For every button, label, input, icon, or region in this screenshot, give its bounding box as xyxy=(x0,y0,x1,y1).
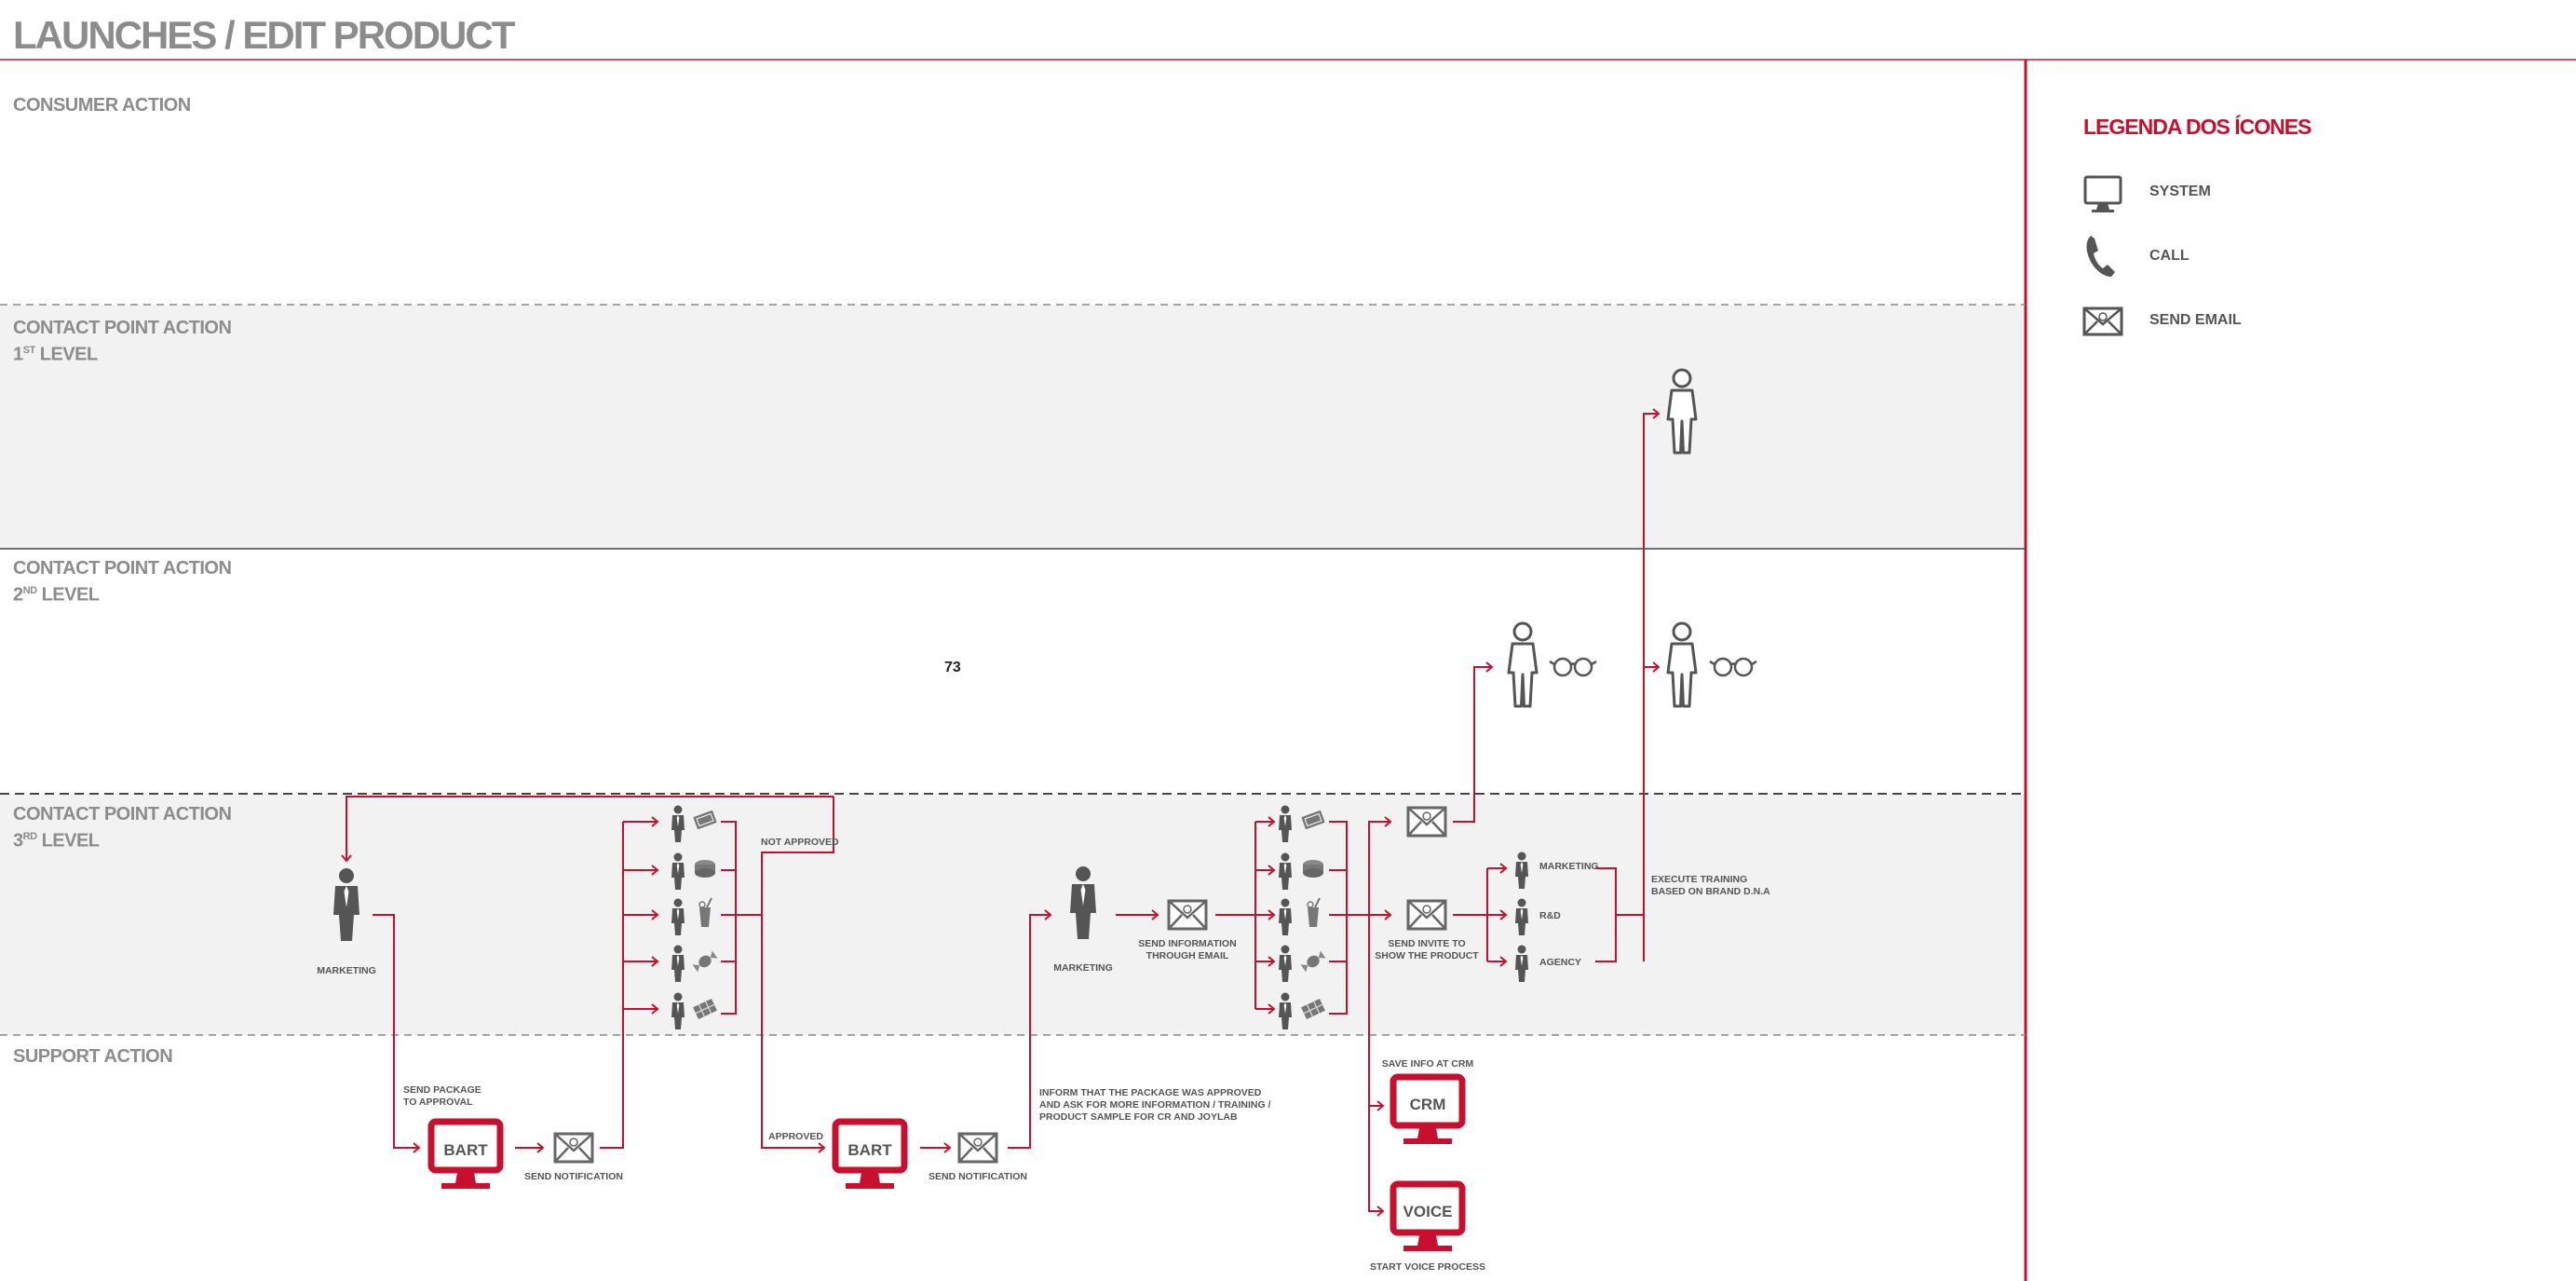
consumer-person-icon xyxy=(1666,368,1698,455)
product-team-column-2 xyxy=(1279,805,1326,1029)
send-package-label-2: TO APPROVAL xyxy=(403,1097,473,1108)
product-team-column-1 xyxy=(671,805,718,1029)
envelope-icon xyxy=(1406,899,1447,931)
person-icon xyxy=(1279,805,1292,842)
rd-team-person-icon xyxy=(1515,898,1528,935)
arrowheads xyxy=(341,408,1661,1217)
send-info-label-1: SEND INFORMATION xyxy=(1138,938,1236,949)
voice-label: VOICE xyxy=(1403,1203,1453,1220)
lane-label-cp2-line1: CONTACT POINT ACTION xyxy=(13,558,232,579)
team-agency-label: AGENCY xyxy=(1539,957,1581,968)
marketing2-label: MARKETING xyxy=(1053,962,1113,974)
send-info-label-2: THROUGH EMAIL xyxy=(1146,950,1229,961)
lane-label-cp3-sup: RD xyxy=(22,831,37,842)
inform-label-2: AND ASK FOR MORE INFORMATION / TRAINING … xyxy=(1039,1099,1271,1111)
inform-label-1: INFORM THAT THE PACKAGE WAS APPROVED xyxy=(1039,1087,1262,1098)
flow-connectors xyxy=(346,413,1659,1212)
person-icon xyxy=(1279,992,1292,1029)
inform-label-3: PRODUCT SAMPLE FOR CR AND JOYLAB xyxy=(1039,1111,1238,1123)
lane-label-support: SUPPORT ACTION xyxy=(13,1046,173,1067)
envelope-icon xyxy=(957,1132,998,1164)
lane-label-cp1-level: 1 xyxy=(13,344,23,365)
legend-label-system: SYSTEM xyxy=(2149,184,2211,199)
envelope-icon xyxy=(1167,899,1208,931)
phone-icon xyxy=(2086,236,2115,277)
page-number: 73 xyxy=(944,660,961,675)
lane-label-cp3-level: 3 xyxy=(13,830,23,852)
glasses-icon xyxy=(1548,657,1598,677)
candy-icon xyxy=(1300,950,1326,973)
legend-label-call: CALL xyxy=(2149,248,2190,264)
person-icon xyxy=(671,898,685,935)
marketing1-label: MARKETING xyxy=(317,965,376,976)
consumer-person-icon xyxy=(1507,621,1539,708)
person-icon xyxy=(671,805,685,842)
crm-label: CRM xyxy=(1410,1096,1446,1113)
envelope-icon xyxy=(2082,307,2123,336)
lane-label-cp3-word: LEVEL xyxy=(36,830,100,852)
legend-label-email: SEND EMAIL xyxy=(2149,312,2242,328)
lane-label-cp1-sup: ST xyxy=(22,345,36,356)
drink-icon xyxy=(1307,897,1321,927)
chocolate-icon xyxy=(1301,999,1325,1019)
approved-label: APPROVED xyxy=(768,1131,823,1142)
execute-training-label-2: BASED ON BRAND D.N.A xyxy=(1651,886,1770,897)
drink-icon xyxy=(698,897,712,927)
person-icon xyxy=(1279,945,1292,982)
lane-label-cp2-word: LEVEL xyxy=(36,584,100,606)
lane-label-cp3: CONTACT POINT ACTION 3RD LEVEL xyxy=(13,803,232,852)
bart1-label: BART xyxy=(443,1141,488,1159)
cheese-icon xyxy=(695,860,715,878)
cash-icon xyxy=(1301,810,1325,830)
agency-team-person-icon xyxy=(1515,945,1528,982)
person-icon xyxy=(671,992,685,1029)
monitor-icon xyxy=(2083,175,2122,212)
glasses-icon xyxy=(1708,657,1758,677)
chocolate-icon xyxy=(693,999,717,1019)
team-marketing-label: MARKETING xyxy=(1539,861,1599,872)
send-notification-1-label: SEND NOTIFICATION xyxy=(524,1171,623,1182)
person-icon xyxy=(1279,852,1292,890)
send-notification-2-label: SEND NOTIFICATION xyxy=(929,1171,1027,1182)
not-approved-label: NOT APPROVED xyxy=(761,837,839,848)
send-invite-label-1: SEND INVITE TO xyxy=(1388,938,1465,949)
marketing-person-icon xyxy=(1070,866,1096,939)
envelope-icon xyxy=(1406,806,1447,838)
cash-icon xyxy=(693,810,717,830)
marketing-person-icon xyxy=(333,868,359,941)
lane-label-cp3-line1: CONTACT POINT ACTION xyxy=(13,804,232,824)
send-invite-label-2: SHOW THE PRODUCT xyxy=(1375,950,1479,961)
team-rd-label: R&D xyxy=(1539,910,1561,921)
lane-label-cp2-sup: ND xyxy=(22,585,37,596)
lane-label-cp1: CONTACT POINT ACTION 1ST LEVEL xyxy=(13,317,232,366)
page-title: LAUNCHES / EDIT PRODUCT xyxy=(13,13,515,57)
candy-icon xyxy=(692,950,718,973)
execute-training-label-1: EXECUTE TRAINING xyxy=(1651,874,1747,885)
cheese-icon xyxy=(1303,860,1323,878)
lane-label-cp2-level: 2 xyxy=(13,584,23,606)
envelope-icon xyxy=(553,1132,594,1164)
person-icon xyxy=(671,852,685,890)
start-voice-label: START VOICE PROCESS xyxy=(1370,1261,1485,1273)
legend-title: LEGENDA DOS ÍCONES xyxy=(2083,115,2312,139)
lane-label-cp1-word: LEVEL xyxy=(34,344,98,365)
lane-label-consumer: CONSUMER ACTION xyxy=(13,95,191,116)
consumer-person-icon xyxy=(1666,621,1698,708)
send-package-label-1: SEND PACKAGE xyxy=(403,1084,481,1096)
lane-label-cp2: CONTACT POINT ACTION 2ND LEVEL xyxy=(13,557,232,606)
person-icon xyxy=(1279,898,1292,935)
bart2-label: BART xyxy=(847,1141,892,1159)
save-info-crm-label: SAVE INFO AT CRM xyxy=(1382,1058,1474,1070)
marketing-team-person-icon xyxy=(1515,852,1528,889)
person-icon xyxy=(671,945,685,982)
lane-label-cp1-line1: CONTACT POINT ACTION xyxy=(13,318,232,338)
